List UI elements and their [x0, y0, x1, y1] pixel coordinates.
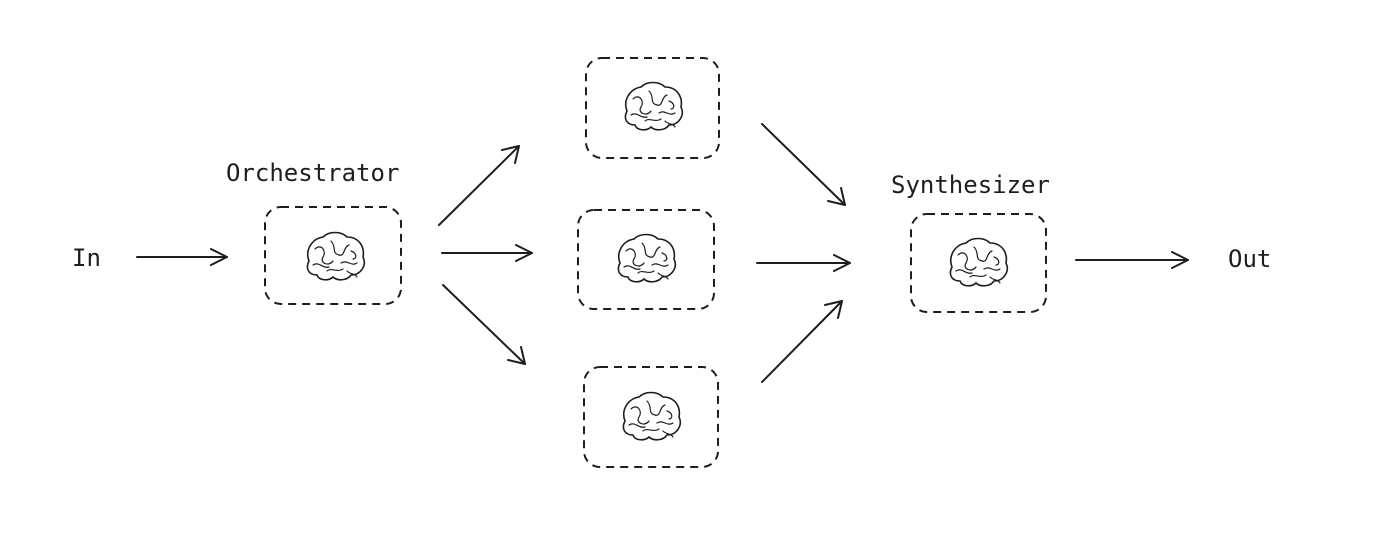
brain-icon	[306, 231, 366, 281]
output-label: Out	[1228, 245, 1271, 273]
brain-icon	[622, 391, 682, 441]
arrow-orchestrator-to-worker-middle	[441, 244, 533, 262]
brain-icon	[617, 233, 677, 283]
brain-icon	[949, 237, 1009, 287]
worker-node-bottom	[583, 366, 719, 468]
arrow-worker-top-to-synthesizer	[761, 123, 846, 206]
synthesizer-node	[910, 213, 1047, 313]
worker-node-middle	[577, 209, 715, 310]
arrow-in-to-orchestrator	[136, 248, 228, 266]
brain-icon	[624, 81, 684, 131]
orchestrator-node	[264, 206, 402, 305]
worker-node-top	[585, 57, 720, 159]
arrow-worker-middle-to-synthesizer	[756, 254, 851, 272]
arrow-worker-bottom-to-synthesizer	[761, 300, 843, 383]
input-label: In	[72, 244, 101, 272]
orchestrator-label: Orchestrator	[226, 159, 399, 187]
arrow-synthesizer-to-out	[1075, 251, 1189, 269]
arrow-orchestrator-to-worker-bottom	[442, 284, 526, 365]
arrow-orchestrator-to-worker-top	[438, 145, 520, 226]
synthesizer-label: Synthesizer	[891, 171, 1050, 199]
